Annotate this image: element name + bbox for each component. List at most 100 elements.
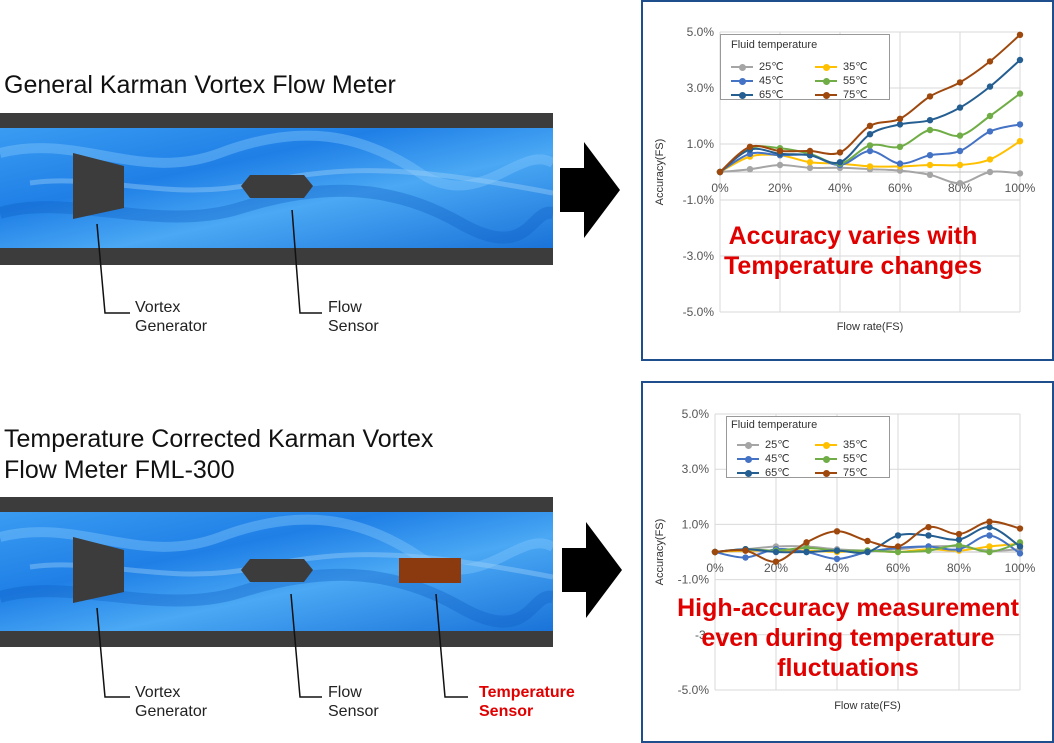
legend-item-45: 45℃ — [731, 75, 784, 88]
data-point — [836, 159, 844, 166]
data-point — [896, 160, 904, 167]
data-point — [955, 541, 963, 549]
data-point — [956, 180, 964, 187]
data-point — [742, 547, 749, 554]
data-point — [806, 147, 814, 155]
top-label-vortex-generator: Vortex Generator — [135, 299, 208, 335]
bottom-title: Temperature Corrected Karman Vortex Flow… — [4, 425, 434, 484]
data-point — [772, 548, 780, 556]
data-point — [866, 147, 874, 155]
top-legend: Fluid temperature 25℃ 35℃ 45℃ 55℃ 65℃ 75… — [720, 34, 890, 101]
data-point — [925, 523, 932, 531]
legend-item-25: 25℃ — [737, 439, 790, 452]
data-point — [956, 132, 964, 139]
data-point — [986, 523, 993, 531]
pipe-wall-top — [0, 113, 553, 128]
temperature-sensor-shape — [399, 558, 461, 583]
data-point — [986, 83, 994, 90]
top-chart-callout: Accuracy varies with Temperature changes — [724, 222, 982, 280]
data-point — [833, 555, 841, 563]
data-point — [711, 548, 719, 556]
bottom-leader-lines — [96, 594, 468, 698]
bottom-label-vortex-generator: Vortex Generator — [135, 684, 208, 720]
data-point — [716, 168, 724, 176]
data-point — [806, 164, 814, 171]
data-point — [833, 528, 841, 535]
y-tick-label: -3.0% — [683, 249, 715, 263]
data-point — [1016, 90, 1024, 97]
data-point — [896, 143, 904, 150]
data-point — [986, 156, 994, 163]
data-point — [894, 548, 902, 556]
data-point — [746, 143, 754, 150]
data-point — [986, 58, 994, 65]
data-point — [925, 547, 932, 554]
legend-item-65: 65℃ — [737, 467, 790, 480]
data-point — [1016, 550, 1024, 557]
data-point — [926, 171, 934, 178]
x-tick-label: 20% — [768, 181, 792, 195]
pipe-wall-bottom — [0, 631, 553, 647]
bottom-label-temperature-sensor: Temperature Sensor — [479, 684, 575, 720]
right-arrow-icon — [562, 522, 622, 618]
y-tick-label: -1.0% — [678, 573, 710, 587]
y-tick-label: -1.0% — [683, 193, 715, 207]
legend-item-45: 45℃ — [737, 453, 790, 466]
x-tick-label: 80% — [947, 561, 971, 575]
data-point — [956, 79, 964, 86]
data-point — [866, 122, 874, 129]
data-point — [776, 147, 784, 155]
y-tick-label: 1.0% — [682, 517, 710, 531]
x-axis-label: Flow rate(FS) — [837, 321, 904, 333]
x-tick-label: 0% — [706, 561, 724, 575]
data-point — [894, 543, 902, 550]
legend-item-35: 35℃ — [815, 439, 868, 452]
data-point — [742, 554, 749, 561]
data-point — [776, 161, 784, 169]
legend-title: Fluid temperature — [731, 419, 818, 431]
data-point — [1016, 31, 1024, 38]
data-point — [955, 536, 963, 543]
data-point — [1016, 543, 1024, 550]
y-tick-label: 5.0% — [682, 407, 710, 421]
bottom-chart-panel: 5.0%3.0%1.0%-1.0%-3.-5.0%0%20%40%60%80%1… — [641, 381, 1054, 743]
y-tick-label: 1.0% — [687, 137, 715, 151]
data-point — [1016, 170, 1024, 177]
data-point — [833, 547, 841, 554]
data-point — [1016, 138, 1024, 145]
y-tick-label: -5.0% — [678, 683, 710, 697]
x-tick-label: 40% — [825, 561, 849, 575]
bottom-pipe — [0, 497, 553, 647]
data-point — [925, 532, 932, 539]
x-tick-label: 100% — [1005, 561, 1036, 575]
bottom-label-flow-sensor: Flow Sensor — [328, 684, 379, 720]
data-point — [806, 159, 814, 166]
top-leader-lines — [96, 210, 322, 314]
data-point — [926, 152, 934, 159]
data-point — [864, 548, 871, 556]
legend-title: Fluid temperature — [731, 39, 818, 51]
data-point — [866, 163, 874, 170]
pipe-wall-bottom — [0, 248, 553, 265]
data-point — [926, 126, 934, 134]
data-point — [986, 128, 994, 135]
top-chart-panel: 5.0%3.0%1.0%-1.0%-3.0%-5.0%0%20%40%60%80… — [641, 0, 1054, 361]
data-point — [926, 161, 934, 169]
data-point — [986, 548, 993, 556]
data-point — [803, 548, 810, 556]
data-point — [746, 166, 754, 173]
bottom-legend: Fluid temperature 25℃ 35℃ 45℃ 55℃ 65℃ 75… — [726, 416, 890, 480]
data-point — [926, 117, 934, 124]
legend-item-25: 25℃ — [731, 61, 784, 74]
data-point — [772, 558, 780, 565]
data-point — [866, 142, 874, 149]
data-point — [986, 112, 994, 120]
vortex-generator-shape — [73, 537, 124, 603]
y-axis-label: Accuracy(FS) — [654, 139, 666, 206]
legend-item-55: 55℃ — [815, 453, 868, 466]
data-point — [956, 161, 964, 169]
data-point — [1016, 525, 1024, 532]
x-tick-label: 100% — [1005, 181, 1036, 195]
flow-sensor-shape — [241, 559, 313, 582]
x-tick-label: 60% — [888, 181, 912, 195]
